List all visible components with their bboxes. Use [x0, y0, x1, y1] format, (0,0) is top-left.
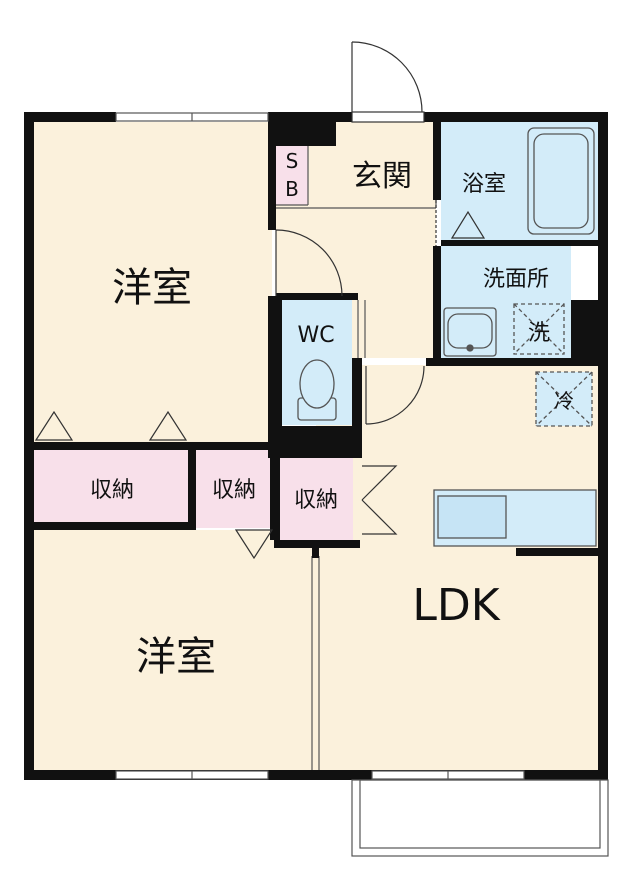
wall-ldk-west — [312, 548, 319, 558]
wall-storage-right-bottom — [274, 540, 360, 548]
wall-storage-mid-right — [270, 450, 280, 540]
label-entrance: 玄関 — [352, 159, 412, 194]
wall-wash-left — [433, 246, 441, 358]
label-washer: 洗 — [528, 321, 550, 346]
balcony — [351, 779, 609, 857]
wall-western-hall — [268, 122, 276, 230]
outer-wall-top-left — [24, 112, 116, 122]
label-bath: 浴室 — [462, 172, 506, 197]
wall-wash-right — [571, 300, 598, 358]
wall-storage-top — [34, 442, 274, 450]
label-fridge: 冷 — [554, 389, 574, 413]
labels: 洋室 洋室 LDK 玄関 浴室 洗面所 WC 収納 収納 収納 S B 洗 冷 — [90, 149, 574, 680]
wall-wc-right — [352, 358, 362, 458]
outer-wall-right — [598, 112, 608, 780]
wall-wc-left — [276, 300, 282, 426]
label-storage-left: 収納 — [90, 478, 134, 503]
windows — [115, 112, 525, 780]
wall-western-hall-lower — [268, 296, 276, 458]
wall-storage-divider — [188, 442, 196, 530]
wall-bath-left — [433, 122, 441, 200]
western-room-top-floor — [34, 122, 272, 442]
bathtub — [527, 127, 595, 235]
shoebox-floor — [276, 145, 308, 205]
washbasin — [443, 307, 497, 357]
label-shoebox-b: B — [285, 177, 299, 201]
wall-storage-right — [274, 452, 358, 458]
label-storage-right: 収納 — [294, 488, 338, 513]
wall-wet-bottom — [426, 358, 598, 366]
label-wc: WC — [297, 323, 334, 348]
interior-doors — [34, 200, 486, 560]
wall-bath-wash — [441, 240, 598, 246]
label-shoebox-s: S — [286, 149, 299, 173]
front-door — [351, 41, 425, 123]
storage-mid-floor — [196, 450, 270, 528]
label-storage-mid: 収納 — [212, 478, 256, 503]
ldk-floor — [316, 365, 598, 770]
label-western-bottom: 洋室 — [136, 634, 216, 680]
label-ldk: LDK — [412, 580, 500, 631]
room-fills — [34, 122, 598, 770]
kitchen-sink — [437, 495, 507, 539]
wall-kitchen — [516, 548, 598, 556]
outer-wall-left — [24, 112, 34, 780]
outer-wall-top-right — [424, 112, 608, 122]
label-washroom: 洗面所 — [483, 267, 549, 292]
fixtures — [297, 127, 597, 547]
storage-left-floor — [34, 450, 188, 522]
western-room-bottom-floor — [34, 530, 316, 770]
wall-storage-left-bottom — [34, 522, 196, 530]
wall-wc-bottom — [276, 426, 362, 452]
wall-block-entrance — [276, 122, 336, 146]
wall-wc-top — [276, 293, 358, 300]
outer-wall-bottom — [24, 770, 608, 780]
walls — [24, 112, 608, 780]
toilet-bowl — [299, 359, 335, 409]
label-western-top: 洋室 — [112, 265, 192, 311]
storage-right-floor — [280, 458, 353, 540]
outer-wall-top-mid — [268, 112, 352, 122]
